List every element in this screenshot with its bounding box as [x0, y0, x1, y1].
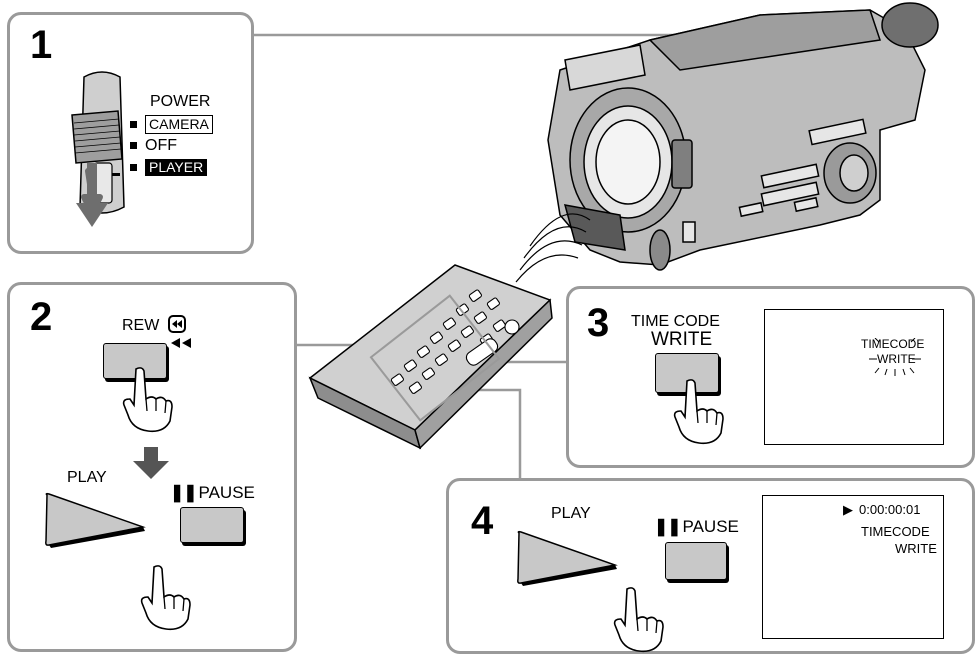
power-label: POWER	[150, 93, 211, 110]
mode-player: PLAYER	[130, 159, 208, 177]
pause-icon: ❚❚	[170, 483, 197, 502]
pause-icon: ❚❚	[654, 517, 681, 536]
pointing-hand-icon	[613, 587, 664, 653]
step-number: 3	[587, 301, 610, 345]
remote-illustration	[308, 264, 553, 450]
mode-off: OFF	[130, 137, 177, 155]
write-label: WRITE	[651, 329, 713, 350]
pause-button[interactable]	[665, 542, 727, 580]
screen-time-readout: ▶0:00:00:01	[843, 502, 921, 517]
time-code-label: TIME CODE	[631, 313, 720, 330]
screen-write-text: WRITE	[877, 352, 916, 366]
play-button[interactable]	[43, 491, 151, 549]
pointing-hand-icon	[673, 379, 724, 445]
viewfinder-screen: TIMECODE WRITE	[764, 309, 944, 445]
rewind-icon	[167, 315, 186, 333]
camera-option: CAMERA	[145, 115, 213, 134]
step2-panel: 2 REW PLAY ❚❚PAUSE	[7, 282, 297, 652]
pause-button[interactable]	[180, 507, 244, 543]
rewind-arrows-icon	[171, 338, 191, 348]
viewfinder-screen: ▶0:00:00:01 TIMECODE WRITE	[762, 495, 944, 639]
step1-panel: 1 POWER CAMERA OFF PLAYER	[7, 12, 254, 254]
signal-waves	[515, 213, 591, 283]
rew-label: REW	[122, 315, 186, 335]
mode-camera: CAMERA	[130, 115, 213, 134]
play-label: PLAY	[67, 469, 107, 486]
play-indicator-icon: ▶	[843, 502, 853, 517]
step-number: 4	[471, 499, 494, 543]
screen-write-text: WRITE	[895, 541, 937, 556]
blink-indicator-icon	[869, 338, 921, 376]
step4-panel: 4 PLAY ❚❚PAUSE ▶0:00:00:01 TIMECODE WRIT…	[446, 478, 975, 654]
play-button[interactable]	[515, 529, 623, 587]
play-label: PLAY	[551, 505, 591, 522]
screen-timecode-text: TIMECODE	[861, 524, 930, 539]
pause-label: ❚❚PAUSE	[170, 483, 255, 502]
player-option: PLAYER	[145, 159, 208, 176]
step-number: 2	[30, 295, 53, 339]
camcorder-illustration	[547, 2, 939, 271]
pointing-hand-icon	[122, 367, 173, 433]
step-number: 1	[30, 23, 53, 67]
pause-label: ❚❚PAUSE	[654, 517, 739, 536]
power-switch-icon	[71, 71, 125, 227]
step3-panel: 3 TIME CODE WRITE TIMECODE WRITE	[566, 286, 975, 468]
off-option: OFF	[145, 137, 177, 154]
down-arrow-icon	[133, 447, 169, 479]
pointing-hand-icon	[140, 565, 191, 631]
